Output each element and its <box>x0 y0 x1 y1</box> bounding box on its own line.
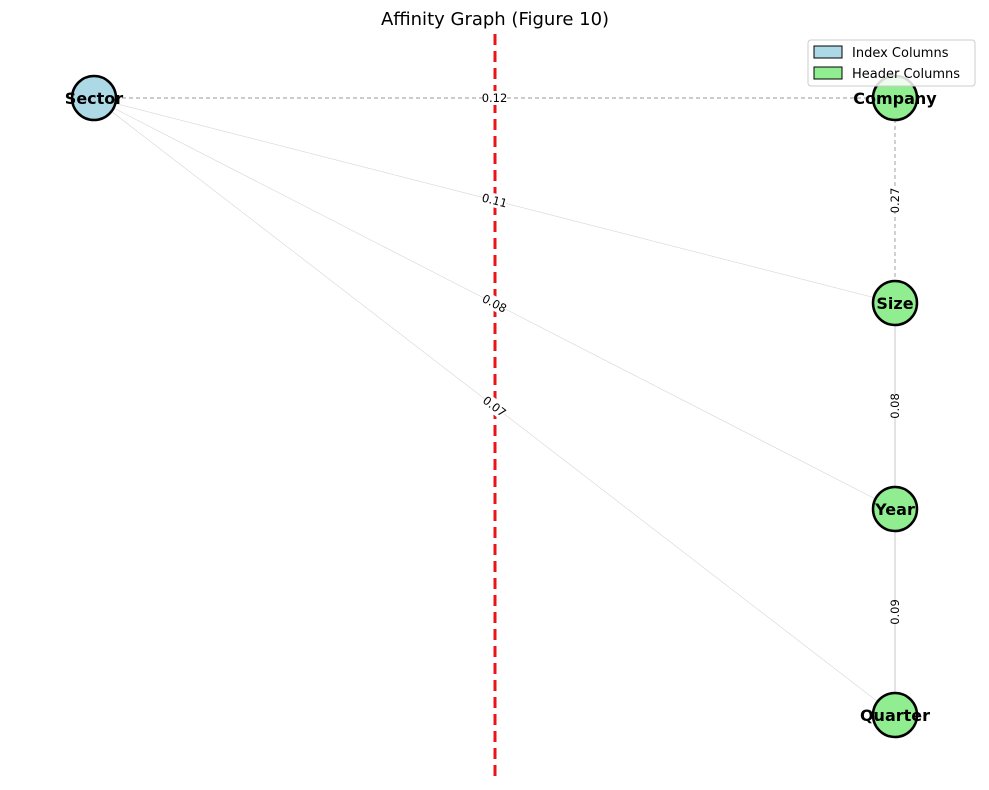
edge-weight-label-group: 0.08 <box>888 393 902 419</box>
edge-weight-label-group: 0.27 <box>888 188 902 214</box>
legend-swatch <box>813 45 843 59</box>
edge-weight-label-bg <box>482 91 507 105</box>
graph-title: Affinity Graph (Figure 10) <box>381 9 609 30</box>
edge-weight-label-bg <box>888 394 902 418</box>
node-label-sector: Sector <box>65 89 124 108</box>
edge-weight-label-bg <box>888 188 902 213</box>
node-label-size: Size <box>876 294 913 313</box>
node-label-quarter: Quarter <box>860 706 930 725</box>
node-size[interactable] <box>871 279 919 327</box>
edge-weight-label-bg <box>480 393 509 420</box>
legend-swatch <box>813 66 843 80</box>
edge-weight-label-bg <box>480 291 509 316</box>
node-sector[interactable] <box>70 74 118 122</box>
legend-box <box>807 39 976 87</box>
node-label-company: Company <box>853 89 937 108</box>
edge-weight-label-group: 0.11 <box>480 191 508 211</box>
edge-weight-label: 0.27 <box>888 188 902 214</box>
edge-weight-label: 0.11 <box>480 191 508 211</box>
edge-weight-label: 0.08 <box>888 393 902 419</box>
node-label-year: Year <box>874 500 915 519</box>
edge-weight-label-bg <box>888 600 902 624</box>
edge-weight-label: 0.12 <box>482 91 508 105</box>
edge-weight-label: 0.09 <box>888 599 902 625</box>
node-year[interactable] <box>871 485 919 533</box>
legend-label: Index Columns <box>852 46 949 61</box>
edge-labels-layer: 0.120.110.080.070.270.080.09 <box>480 91 902 625</box>
node-quarter[interactable] <box>871 691 919 739</box>
edge-weight-label-group: 0.12 <box>482 91 508 105</box>
edge-weight-label-bg <box>481 190 508 211</box>
legend-label: Header Columns <box>852 67 960 82</box>
edge-weight-label-group: 0.09 <box>888 599 902 625</box>
